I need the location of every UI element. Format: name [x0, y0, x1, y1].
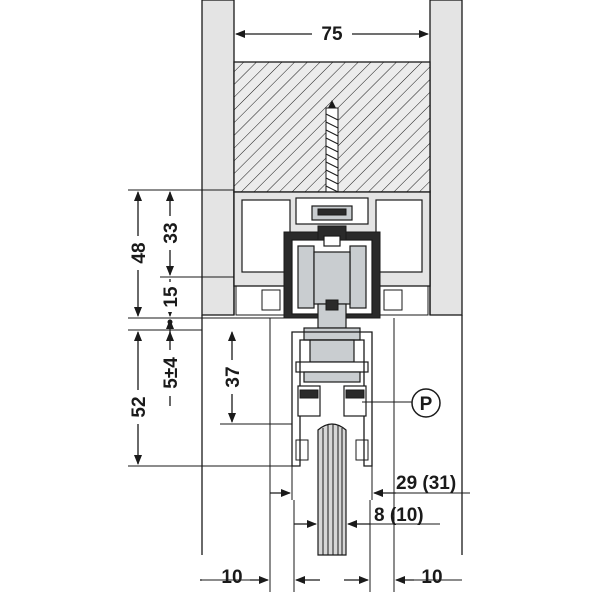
dimension-33: 33 — [160, 191, 182, 276]
dim-label-33: 33 — [161, 222, 182, 243]
dim-label-15: 15 — [161, 286, 182, 308]
dim-label-8: 8 (10) — [374, 505, 424, 526]
dimension-37: 37 — [222, 331, 244, 423]
dim-label-37: 37 — [223, 366, 244, 387]
dim-label-48: 48 — [129, 242, 150, 263]
dim-label-75: 75 — [321, 24, 343, 45]
right-wall — [429, 0, 463, 316]
callout-p: P — [362, 388, 441, 418]
dim-label-5: 5±4 — [161, 357, 182, 389]
dimension-gap: 5±4 — [158, 319, 182, 406]
left-wall — [201, 0, 235, 316]
dimension-29: 29 (31) — [270, 466, 470, 500]
dim-label-right-10: 10 — [421, 567, 442, 588]
dim-label-52: 52 — [129, 396, 150, 417]
roller-carriage — [295, 299, 369, 383]
top-track-profile — [233, 191, 431, 319]
dim-label-29: 29 (31) — [396, 473, 456, 494]
dimension-right-10: 10 — [344, 468, 462, 592]
dimension-top-width: 75 — [235, 20, 429, 45]
door-clamp-profile — [291, 331, 373, 467]
dimension-52: 52 — [128, 331, 150, 465]
dimension-left-10: 10 — [200, 468, 320, 592]
door-panel — [317, 423, 347, 556]
dim-label-left-10: 10 — [221, 567, 242, 588]
dimension-8: 8 (10) — [294, 505, 440, 528]
dimension-48: 48 — [128, 191, 150, 317]
callout-label: P — [420, 394, 433, 415]
